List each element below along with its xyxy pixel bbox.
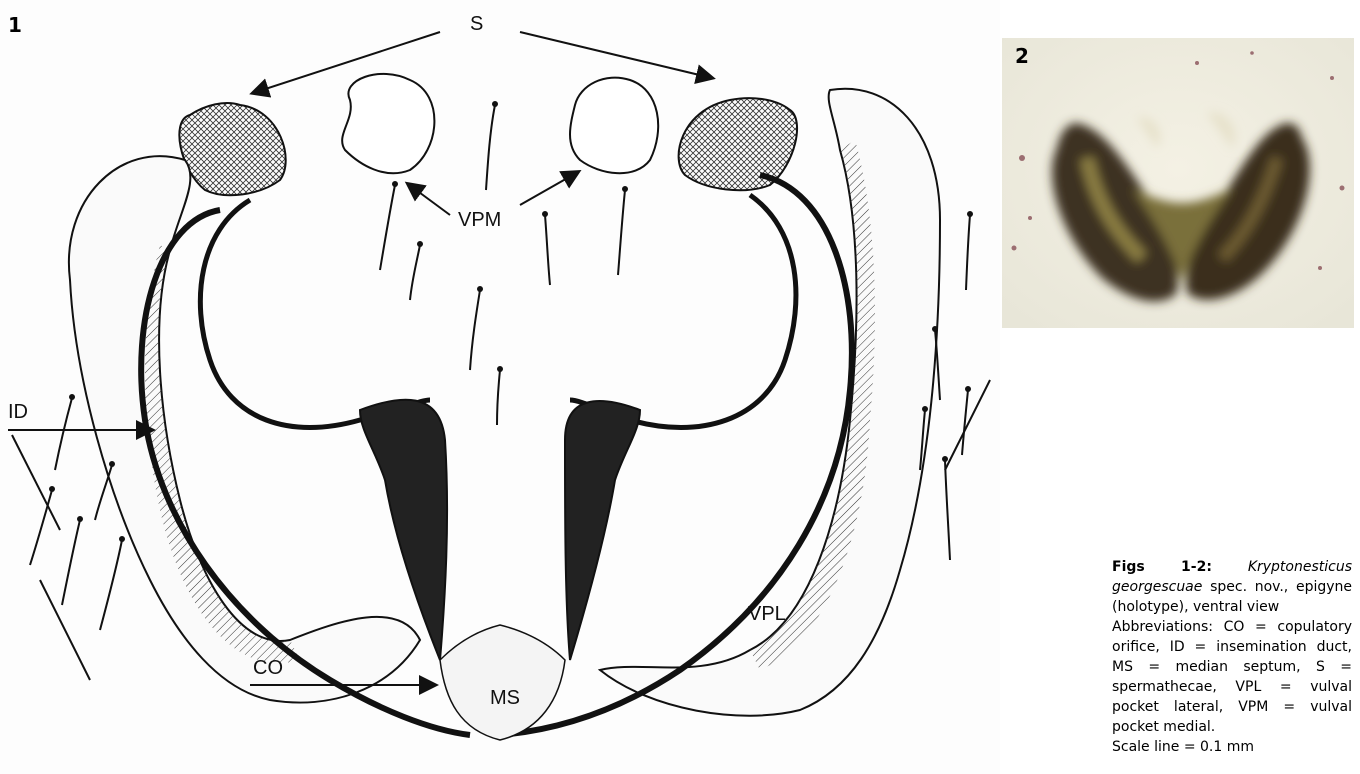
label-co: CO	[253, 657, 283, 679]
right-spermatheca	[679, 98, 797, 190]
label-vpl: VPL	[748, 603, 786, 625]
median-septum	[440, 625, 565, 740]
figure-1-number: 1	[8, 13, 22, 37]
label-vpm: VPM	[458, 209, 501, 231]
caption-scale: Scale line = 0.1 mm	[1112, 739, 1254, 755]
right-central-cone	[565, 401, 640, 660]
figure-1-drawing: 1	[0, 0, 1000, 774]
label-ms: MS	[490, 687, 520, 709]
caption-abbreviations: Abbreviations: CO = copulatory orifice, …	[1112, 619, 1352, 735]
right-inner-duct	[570, 195, 796, 428]
caption-figs: Figs 1-2:	[1112, 559, 1212, 575]
label-s: S	[470, 13, 483, 35]
label-id: ID	[8, 401, 28, 423]
figure-2-number: 2	[1015, 44, 1029, 68]
figure-caption: Figs 1-2: Kryptonesticus georgescuae spe…	[1112, 557, 1352, 757]
left-vpm-lobe	[342, 74, 434, 173]
right-vpm-lobe	[570, 78, 658, 174]
left-spermatheca	[179, 103, 285, 195]
figure-2-photo	[1002, 38, 1354, 328]
left-inner-duct	[200, 200, 430, 428]
